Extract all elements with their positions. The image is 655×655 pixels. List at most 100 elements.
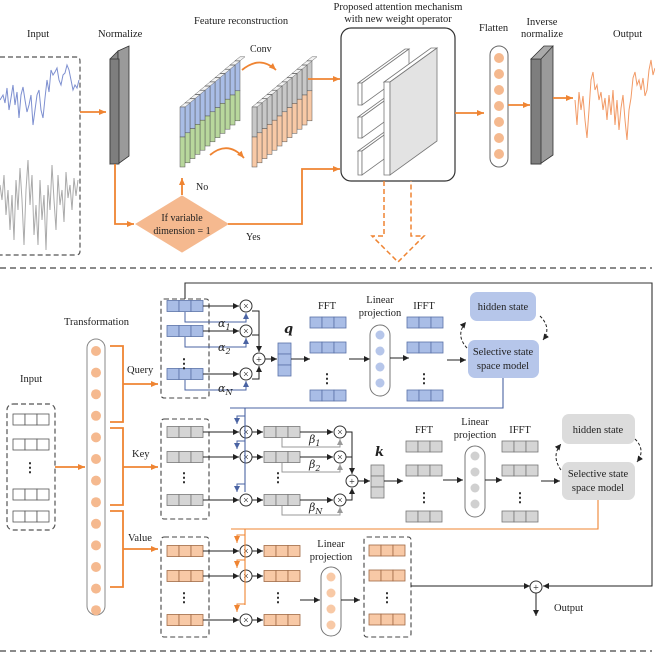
bottom-input-cells (12, 413, 50, 523)
yes-label: Yes (246, 232, 261, 243)
query-sum-node: + (252, 352, 266, 366)
flatten-dot (494, 85, 504, 95)
transformation-dot (91, 346, 101, 356)
q-fft-row (309, 389, 347, 402)
query-row (166, 300, 204, 312)
key-weight-line (234, 415, 245, 424)
transformation-dots (91, 346, 101, 616)
svg-text:×: × (243, 572, 249, 583)
stack-bar-top (301, 64, 308, 96)
q-ifft-label: IFFT (413, 301, 435, 312)
stack-bar-bottom (224, 98, 231, 130)
stack-bar-bottom (229, 94, 236, 126)
key-row (166, 451, 204, 463)
value-weight-line (234, 534, 245, 543)
svg-text:×: × (243, 327, 249, 338)
key-multiply-node: × (239, 450, 253, 464)
key-weight-line (234, 483, 245, 492)
k-ifft-row (501, 440, 539, 453)
stack-bar-top (261, 98, 268, 129)
value-mid-dots: ⋮ (272, 590, 285, 605)
key-row (166, 426, 204, 438)
k-ifft-column (501, 440, 539, 523)
stack-bar-top (189, 98, 196, 129)
normalize-block (109, 45, 130, 165)
stack-bar-top (266, 94, 273, 125)
stack-bar-bottom (281, 111, 288, 143)
svg-text:×: × (337, 453, 343, 464)
value-out-row (368, 613, 406, 626)
stack-bar-bottom (209, 111, 216, 143)
stack-bar-top (214, 77, 221, 108)
inverse-normalize-label-1: Inverse (527, 17, 558, 28)
svg-text:×: × (243, 302, 249, 313)
value-row (166, 614, 204, 626)
stack-bar-bottom (184, 132, 191, 164)
stack-bar-bottom (219, 103, 226, 134)
k-ssm-to-value (231, 500, 599, 530)
q-fft-dots: ⋮ (321, 371, 334, 386)
flatten-dot (494, 101, 504, 111)
svg-text:hidden state: hidden state (478, 302, 529, 313)
decision-text-2: dimension = 1 (153, 226, 210, 237)
stack-bar-top (194, 94, 201, 125)
q-lp-dot (375, 362, 385, 372)
transformation-dot (91, 367, 101, 378)
svg-text:×: × (243, 370, 249, 381)
svg-text:×: × (243, 547, 249, 558)
stack-bar-bottom (291, 103, 298, 134)
stack-bar-top (276, 85, 283, 117)
stack-bar-top (209, 81, 216, 113)
q-lp-dot (375, 378, 385, 388)
query-dots: ⋮ (178, 356, 191, 371)
bottom-input-dots: ⋮ (24, 460, 37, 475)
input-series-frame (0, 56, 81, 256)
k-label: k (375, 445, 384, 460)
stack-bar-bottom (256, 132, 263, 164)
k-lp-label-1: Linear (461, 417, 489, 428)
k-hidden-state: hidden state (562, 414, 635, 444)
stack-bar-top (281, 81, 288, 113)
query-rows: × × × (166, 299, 253, 391)
key-beta-multiply-node: × (333, 493, 347, 507)
stack-cap (234, 56, 246, 62)
bottom-detail: Input ⋮ Transformation Query Key Value ×… (6, 282, 653, 638)
attention-label-1: Proposed attention mechanism (334, 2, 463, 13)
flatten-dot (494, 133, 504, 143)
v-lp-label-1: Linear (317, 539, 345, 550)
k-fft-row (405, 510, 443, 523)
transformation-label: Transformation (64, 317, 130, 328)
stack-bar-top (251, 106, 258, 138)
value-multiply-node: × (239, 613, 253, 627)
query-multiply-node: × (239, 367, 253, 381)
input-series-blue (0, 63, 80, 126)
k-linear-projection (464, 445, 486, 518)
k-ifft-row (501, 510, 539, 523)
v-lp-dot (326, 572, 336, 582)
value-row (166, 570, 204, 582)
stack-bar-bottom (189, 128, 196, 159)
stack-bar-top (184, 102, 191, 134)
k-ssm-loop-right (634, 438, 643, 463)
value-mid-row (263, 545, 301, 557)
stack-bar-top (179, 106, 186, 138)
decision-text-1: If variable (161, 213, 203, 224)
q-ssm-loop-left (459, 321, 468, 349)
k-lp-dot (470, 499, 480, 509)
alpha-1: α1 (218, 317, 231, 332)
svg-text:×: × (243, 616, 249, 627)
key-mid-row (263, 426, 301, 438)
input-cell-row (12, 510, 50, 523)
value-out-frame (363, 536, 412, 638)
stack-bar-bottom (306, 90, 313, 122)
key-beta-line (281, 438, 343, 448)
k-vector-cells (370, 464, 385, 499)
v-linear-projection (320, 566, 342, 637)
query-row (166, 368, 204, 380)
transformation-dot (91, 497, 101, 508)
arrow-normalize-decision (114, 164, 134, 227)
key-multiply-node: × (239, 493, 253, 507)
q-lp-label-1: Linear (366, 295, 394, 306)
value-rows: × × × (166, 544, 253, 627)
stack-bar-top (296, 68, 303, 100)
